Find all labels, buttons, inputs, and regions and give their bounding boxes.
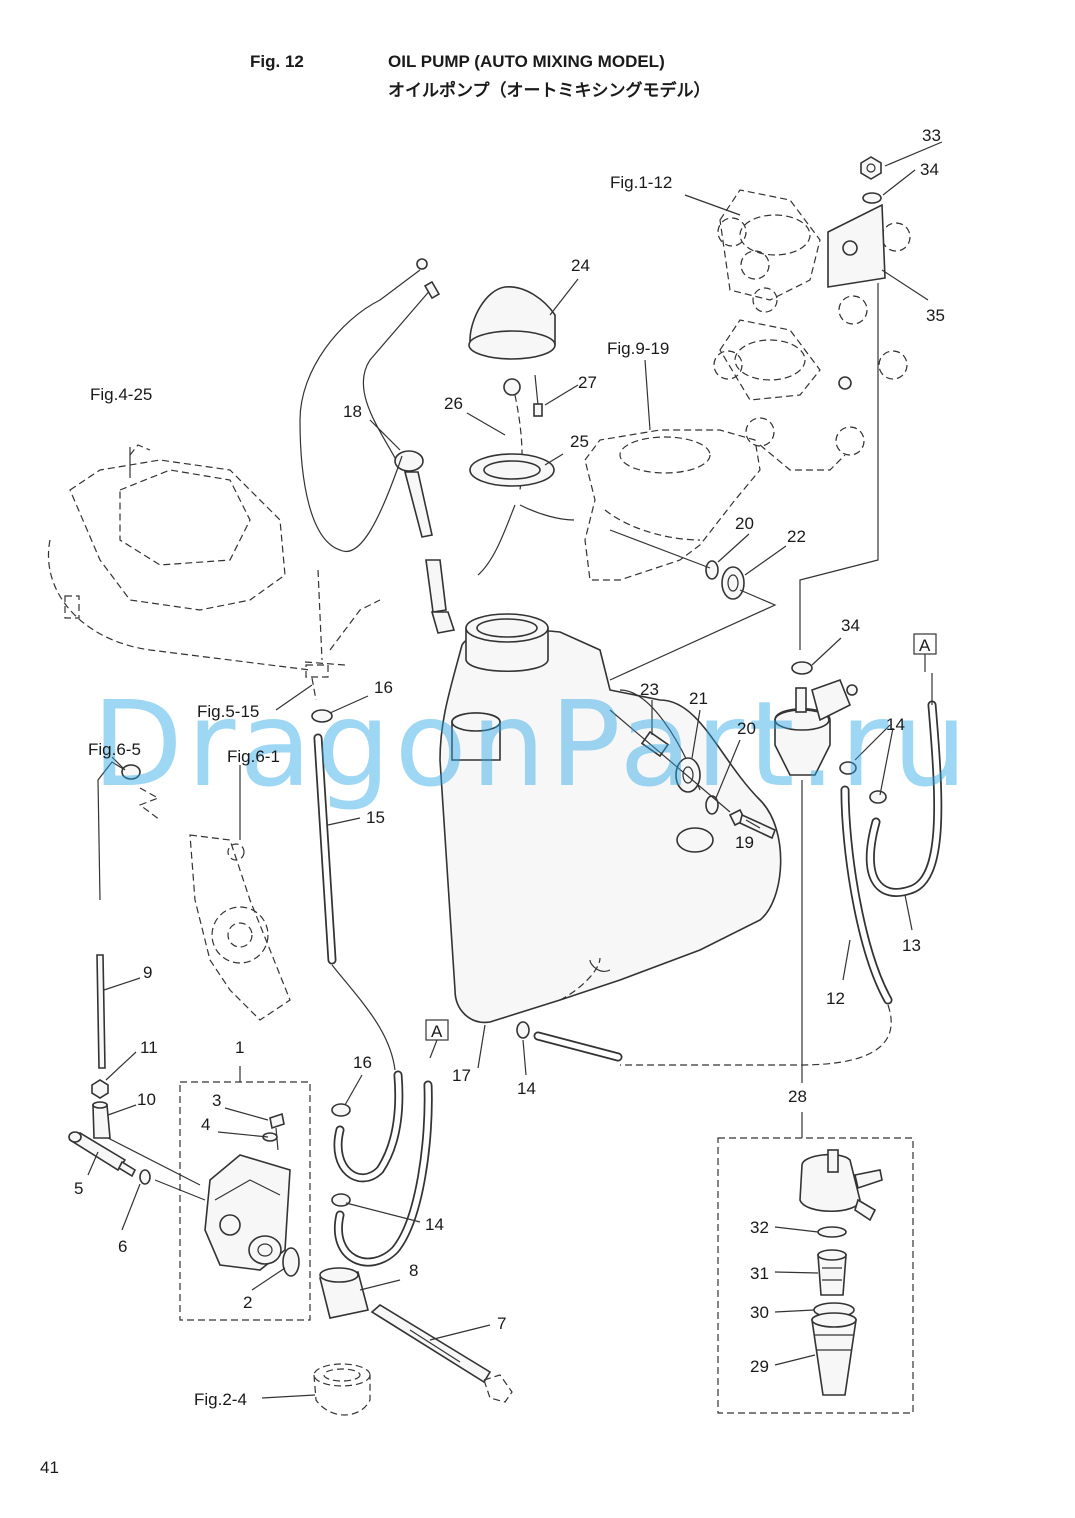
- callout-13: 13: [902, 936, 921, 955]
- callout-23: 23: [640, 680, 659, 699]
- ref-fig-6-1: Fig.6-1: [227, 747, 280, 766]
- hose-bottom: [516, 1021, 623, 1062]
- callout-33: 33: [922, 126, 941, 145]
- oil-level-gauge: [299, 258, 456, 634]
- nut: [860, 156, 882, 180]
- callout-34: 34: [920, 160, 939, 179]
- connector-marker-right: A: [913, 633, 937, 672]
- rod-nut: [91, 1079, 109, 1099]
- ref-fig-5-15: Fig.5-15: [197, 702, 259, 721]
- callout-4: 4: [201, 1115, 210, 1134]
- pump-bracket-reference: [189, 834, 291, 1021]
- callout-12: 12: [826, 989, 845, 1008]
- callout-22: 22: [787, 527, 806, 546]
- hose-15: [313, 733, 337, 965]
- leader-lines: [87, 141, 943, 1399]
- page-number: 41: [40, 1458, 59, 1477]
- callout-26: 26: [444, 394, 463, 413]
- mounting-plate: [827, 203, 886, 288]
- filter-cup: [811, 1312, 857, 1396]
- callout-3: 3: [212, 1091, 221, 1110]
- svg-text:A: A: [431, 1022, 443, 1041]
- callout-8: 8: [409, 1261, 418, 1280]
- callout-16-lower: 16: [353, 1053, 372, 1072]
- callout-10: 10: [137, 1090, 156, 1109]
- filter-element: [817, 1249, 847, 1296]
- pump-screw: [269, 1112, 285, 1151]
- svg-text:A: A: [919, 636, 931, 655]
- ref-fig-6-5: Fig.6-5: [88, 740, 141, 759]
- clamp-16-upper: [311, 709, 333, 723]
- callout-labels: 33 34 35 Fig.1-12 24 Fig.9-19 27 26 18 2…: [74, 126, 945, 1409]
- callout-14-pump: 14: [425, 1215, 444, 1234]
- callout-9: 9: [143, 963, 152, 982]
- callout-15: 15: [366, 808, 385, 827]
- collar: [640, 730, 670, 758]
- callout-14-tank: 14: [517, 1079, 536, 1098]
- filter-o-ring: [817, 1226, 847, 1238]
- tank-cap: [468, 286, 556, 360]
- callout-2: 2: [243, 1293, 252, 1312]
- drive-collar: [319, 1267, 369, 1319]
- ref-fig-1-12: Fig.1-12: [610, 173, 672, 192]
- washer-filter: [791, 661, 813, 675]
- callout-17: 17: [452, 1066, 471, 1085]
- callout-1: 1: [235, 1038, 244, 1057]
- callout-16-upper: 16: [374, 678, 393, 697]
- callout-30: 30: [750, 1303, 769, 1322]
- callout-20-upper: 20: [735, 514, 754, 533]
- hose-13: [865, 700, 943, 897]
- callout-29: 29: [750, 1357, 769, 1376]
- callout-27: 27: [578, 373, 597, 392]
- callout-32: 32: [750, 1218, 769, 1237]
- washer: [862, 192, 882, 204]
- oil-pump-assembly: [179, 1081, 311, 1321]
- figure-title-english: OIL PUMP (AUTO MIXING MODEL): [388, 52, 665, 71]
- callout-24: 24: [571, 256, 590, 275]
- rod-joint: [92, 1101, 111, 1139]
- callout-19: 19: [735, 833, 754, 852]
- figure-number: Fig. 12: [250, 52, 304, 71]
- callout-5: 5: [74, 1179, 83, 1198]
- grommet-lower: [675, 757, 701, 793]
- callout-6: 6: [118, 1237, 127, 1256]
- pump-hoses: [331, 1070, 433, 1267]
- drive-shaft: [370, 1304, 492, 1384]
- bracket-reference: [584, 429, 761, 581]
- callout-35: 35: [926, 306, 945, 325]
- pin-washer: [139, 1169, 151, 1185]
- hose-clamp: [839, 761, 887, 804]
- washer-upper: [705, 560, 719, 580]
- watermark: DragonPart.ru: [92, 675, 971, 813]
- callout-21: 21: [689, 689, 708, 708]
- figure-title-japanese: オイルポンプ（オートミキシングモデル）: [388, 81, 711, 101]
- callout-34-lower: 34: [841, 616, 860, 635]
- connector-marker-left: A: [425, 1019, 449, 1059]
- pump-o-ring: [282, 1247, 300, 1277]
- oil-filter: [774, 678, 858, 776]
- cap-gasket: [469, 453, 575, 576]
- callout-28: 28: [788, 1087, 807, 1106]
- callout-18: 18: [343, 402, 362, 421]
- control-rod: [96, 954, 106, 1069]
- callout-25: 25: [570, 432, 589, 451]
- callout-20-lower: 20: [737, 719, 756, 738]
- ref-fig-9-19: Fig.9-19: [607, 339, 669, 358]
- callout-31: 31: [750, 1264, 769, 1283]
- carburetor-reference: [48, 444, 311, 671]
- grommet-upper: [721, 566, 745, 600]
- pump-lever-pin: [68, 1131, 137, 1178]
- hose-12: [840, 785, 893, 1005]
- callout-7: 7: [497, 1314, 506, 1333]
- ref-fig-2-4: Fig.2-4: [194, 1390, 247, 1409]
- callout-14-right: 14: [886, 715, 905, 734]
- joint-reference: [304, 569, 381, 701]
- engine-block-reference: [713, 189, 911, 471]
- gear-reference: [313, 1363, 513, 1416]
- filter-assembly-box: [717, 1137, 914, 1414]
- throttle-link-reference: [97, 761, 161, 901]
- callout-11: 11: [140, 1038, 158, 1057]
- ref-fig-4-25: Fig.4-25: [90, 385, 152, 404]
